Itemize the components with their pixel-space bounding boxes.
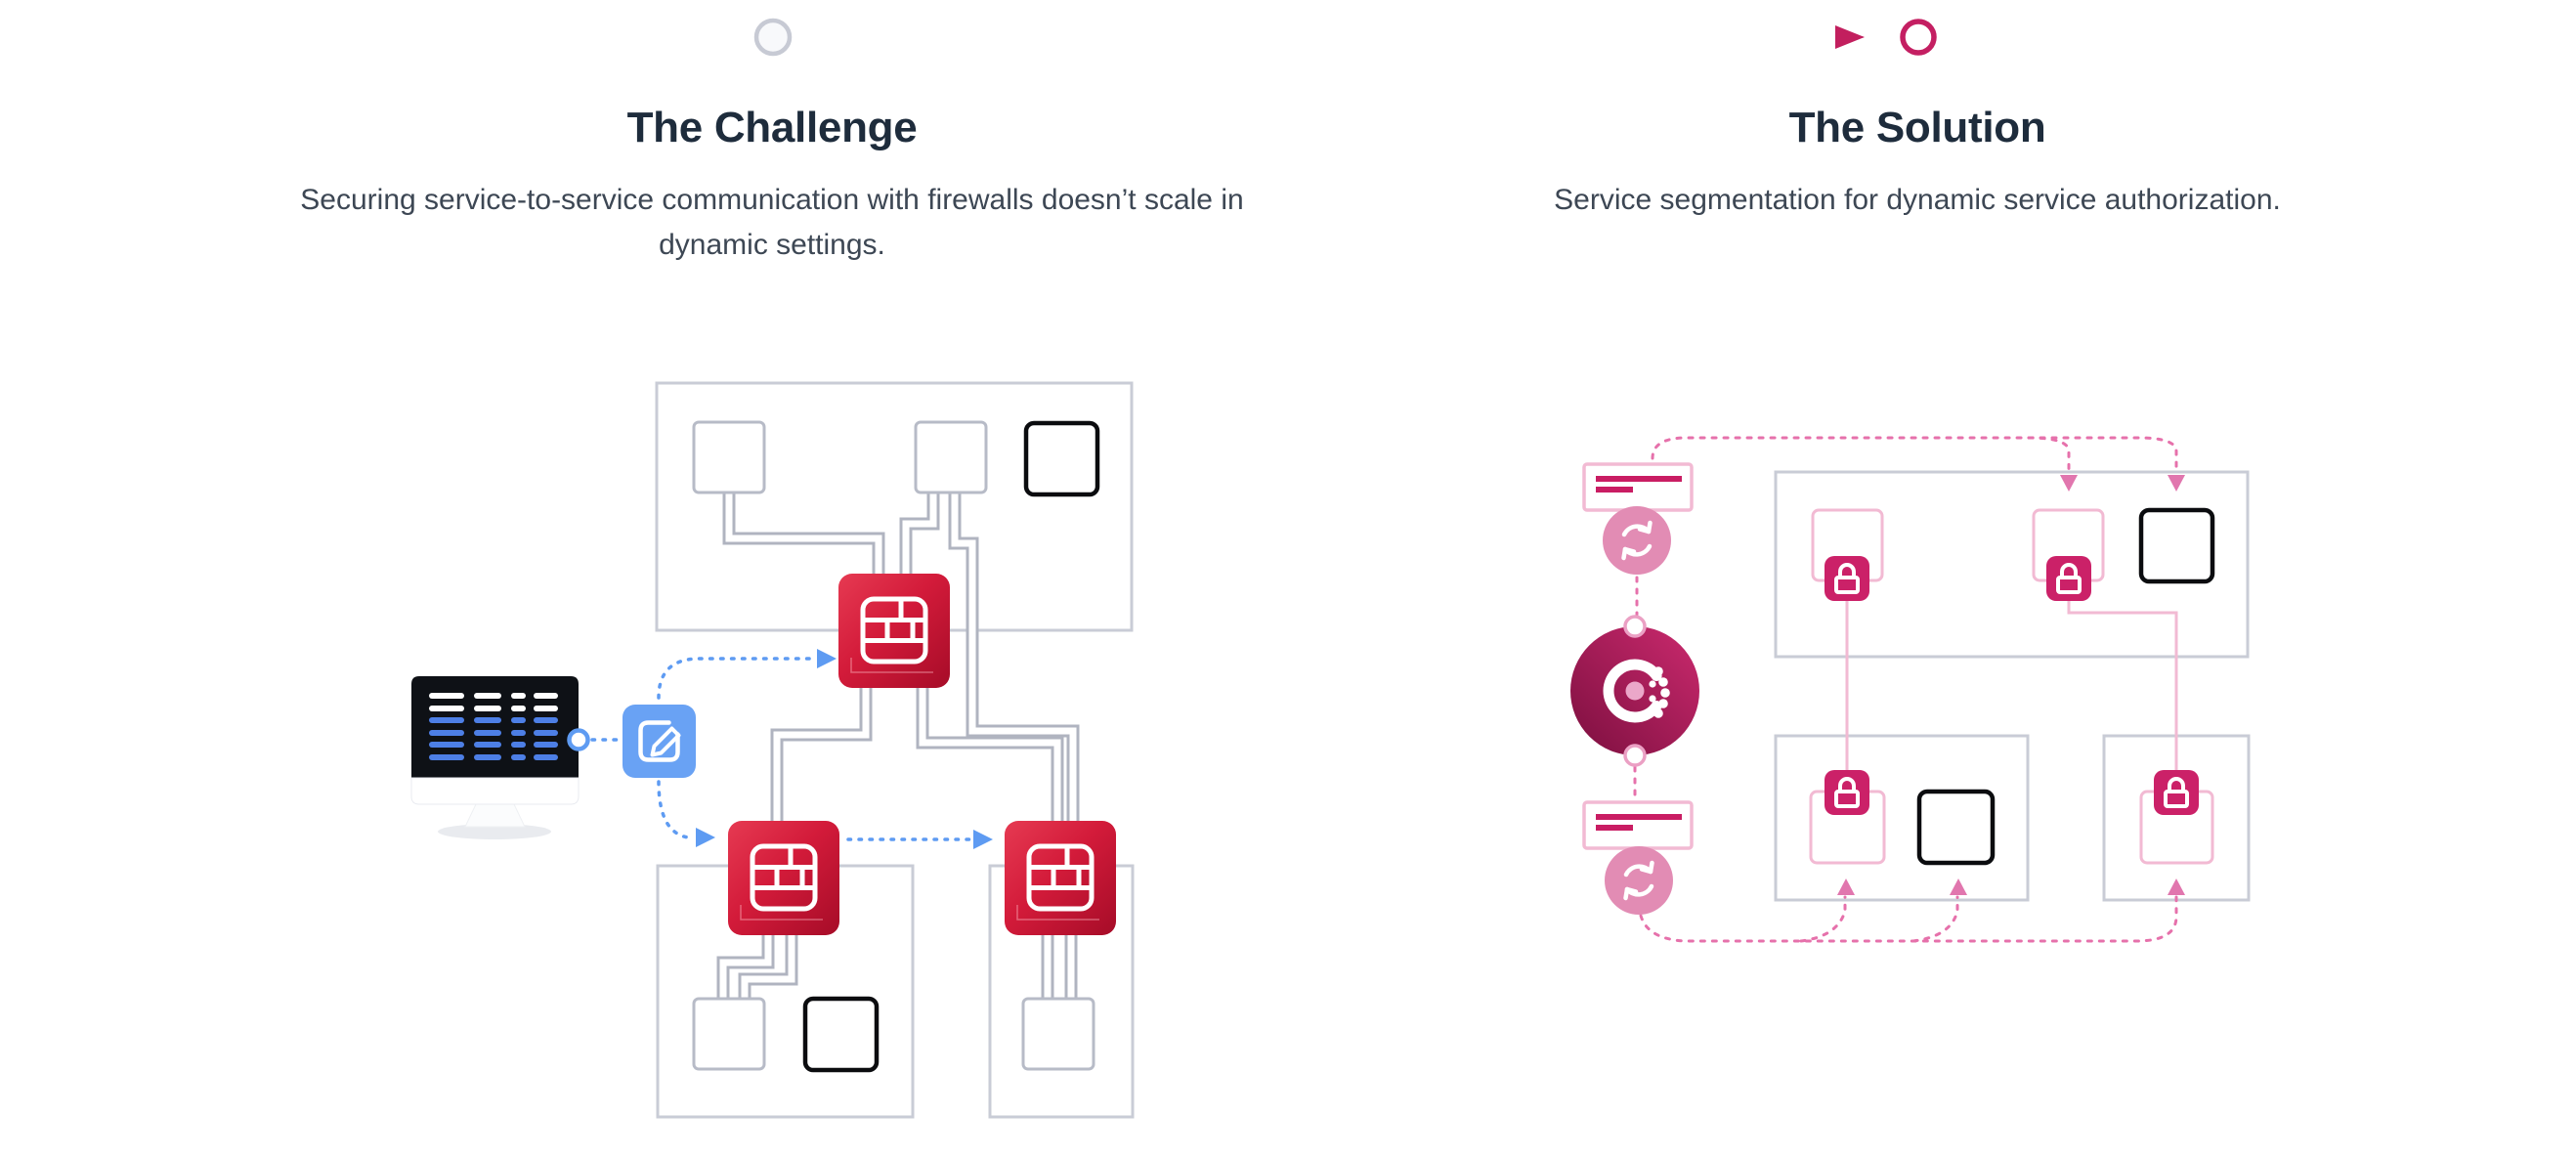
arrow-up-icon xyxy=(1837,878,1855,895)
blue-flow-arrows xyxy=(657,649,993,849)
document-card xyxy=(1582,462,1694,512)
service-box xyxy=(1021,997,1095,1071)
connector-dot xyxy=(1623,615,1647,638)
connector-dot xyxy=(567,728,590,751)
lock-icon xyxy=(2046,556,2091,601)
external-service-box xyxy=(1023,420,1100,497)
pink-dashed-flows xyxy=(1633,436,2185,943)
secure-links xyxy=(1845,598,2178,772)
challenge-title: The Challenge xyxy=(626,104,918,151)
external-service-box xyxy=(802,996,880,1073)
solution-section: The Solution Service segmentation for dy… xyxy=(1372,104,2463,223)
arrow-down-icon xyxy=(2060,475,2078,492)
monitor-icon xyxy=(410,676,580,839)
service-box xyxy=(692,997,766,1071)
arrow-right-icon xyxy=(696,828,715,847)
consul-logo-icon xyxy=(1570,626,1699,755)
connector-dot xyxy=(1623,744,1647,767)
lock-icon xyxy=(2154,770,2199,815)
edit-icon xyxy=(623,705,696,778)
solution-title: The Solution xyxy=(1788,104,2046,151)
progress-step-challenge[interactable] xyxy=(753,18,793,57)
progress-track xyxy=(8,18,1937,57)
external-service-box xyxy=(2138,507,2215,584)
challenge-description: Securing service-to-service communicatio… xyxy=(300,184,1244,261)
challenge-diagram xyxy=(410,381,1135,1119)
firewall-icon xyxy=(1005,821,1116,935)
external-service-box xyxy=(1916,789,1996,866)
solution-diagram xyxy=(1570,436,2251,943)
network-pipes xyxy=(716,489,1080,1001)
firewall-icon xyxy=(838,574,950,688)
service-box xyxy=(692,420,766,494)
lock-icon xyxy=(1825,770,1869,815)
sync-icon xyxy=(1605,846,1673,915)
firewall-icon xyxy=(728,821,839,935)
solution-description: Service segmentation for dynamic service… xyxy=(1554,184,2281,216)
document-card xyxy=(1582,800,1694,850)
sync-icon xyxy=(1603,506,1671,575)
arrow-up-icon xyxy=(2168,878,2185,895)
lock-icon xyxy=(1825,556,1869,601)
arrow-right-icon xyxy=(817,649,837,668)
monitor-rule-rows xyxy=(429,693,558,760)
challenge-section: The Challenge Securing service-to-servic… xyxy=(227,104,1317,268)
arrow-up-icon xyxy=(1950,878,1967,895)
arrow-right-icon xyxy=(973,830,993,849)
progress-step-solution[interactable] xyxy=(1900,19,1937,56)
service-boxes xyxy=(692,420,1100,1073)
progress-arrow-icon xyxy=(1835,25,1865,49)
arrow-down-icon xyxy=(2168,475,2185,492)
service-box xyxy=(914,420,988,494)
